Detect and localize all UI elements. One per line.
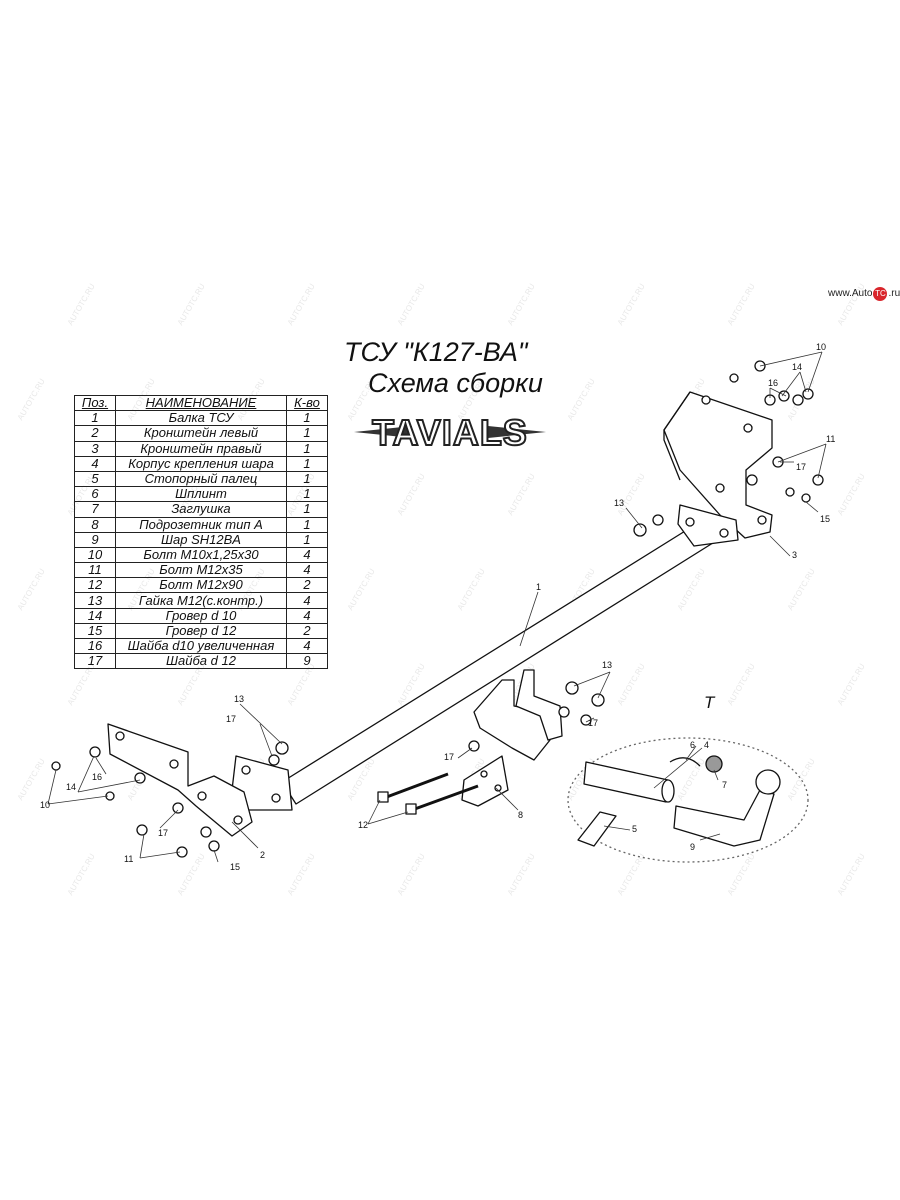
cell-name: Корпус крепления шара: [115, 455, 287, 472]
cell-name: Гровер d 10: [115, 607, 287, 624]
callout-13-left: 13: [234, 694, 244, 704]
callout-12: 12: [358, 820, 368, 830]
callout-13-center: 13: [602, 660, 612, 670]
detail-t-outline: [567, 737, 809, 863]
cell-name: Болт М12х35: [115, 562, 287, 579]
tavials-logo: TAVIALS: [352, 412, 548, 452]
center-bracket: [473, 679, 551, 761]
site-prefix: www.Auto: [828, 288, 873, 299]
callout-16-right: 16: [768, 378, 778, 388]
cell-name: Шплинт: [115, 486, 287, 503]
callout-15-left: 15: [230, 862, 240, 872]
tow-ball: [755, 769, 781, 795]
cell-qty: 1: [286, 455, 328, 472]
callout-7: 7: [722, 780, 727, 790]
callout-10-right: 10: [816, 342, 826, 352]
callout-17-e: 17: [796, 462, 806, 472]
cell-pos: 10: [74, 546, 116, 564]
callout-11-left: 11: [124, 854, 133, 864]
callout-14-right: 14: [792, 362, 802, 372]
drawing-subtitle: Схема сборки: [368, 368, 543, 398]
stop-pin: [577, 811, 617, 847]
drawing-title: ТСУ "К127-ВА": [344, 337, 528, 367]
plug-cap: [705, 755, 723, 773]
callout-16-left: 16: [92, 772, 102, 782]
detail-t-label: Т: [704, 693, 716, 712]
cell-qty: 4: [286, 562, 328, 579]
site-logo-mark: TC: [873, 287, 888, 301]
cell-qty: 4: [286, 546, 328, 564]
site-suffix: .ru: [888, 288, 900, 299]
callout-17-b: 17: [226, 714, 236, 724]
ball-arm: [673, 789, 775, 847]
socket-plate: [461, 755, 509, 807]
callout-6: 6: [690, 740, 695, 750]
cell-name: Болт М12х90: [115, 577, 287, 594]
callout-17-a: 17: [158, 828, 168, 838]
col-header-name: НАИМЕНОВАНИЕ: [115, 394, 287, 412]
cell-name: Кронштейн правый: [115, 440, 287, 457]
callout-17-c: 17: [444, 752, 454, 762]
callout-14-left: 14: [66, 782, 76, 792]
callout-4: 4: [704, 740, 709, 750]
callout-5: 5: [632, 824, 637, 834]
left-bracket: [107, 723, 253, 837]
cell-pos: 12: [74, 577, 116, 594]
ball-mount-body: [583, 761, 669, 803]
cell-pos: 17: [74, 653, 116, 670]
cotter-pin: [669, 757, 701, 767]
callout-10-left: 10: [40, 800, 50, 810]
cell-qty: 9: [286, 653, 328, 670]
cell-name: Шайба d 12: [115, 653, 287, 670]
callout-9: 9: [690, 842, 695, 852]
cell-name: Подрозетник тип А: [115, 516, 287, 533]
logo-text: TAVIALS: [372, 412, 528, 452]
callout-1: 1: [536, 582, 541, 592]
callout-3: 3: [792, 550, 797, 560]
callout-17-d: 17: [588, 718, 598, 728]
callout-11-right: 11: [826, 434, 835, 444]
callout-15-right: 15: [820, 514, 830, 524]
cell-name: Стопорный палец: [115, 470, 287, 488]
callout-2: 2: [260, 850, 265, 860]
callout-8: 8: [518, 810, 523, 820]
cell-pos: 13: [74, 592, 116, 609]
callout-13-right: 13: [614, 498, 624, 508]
